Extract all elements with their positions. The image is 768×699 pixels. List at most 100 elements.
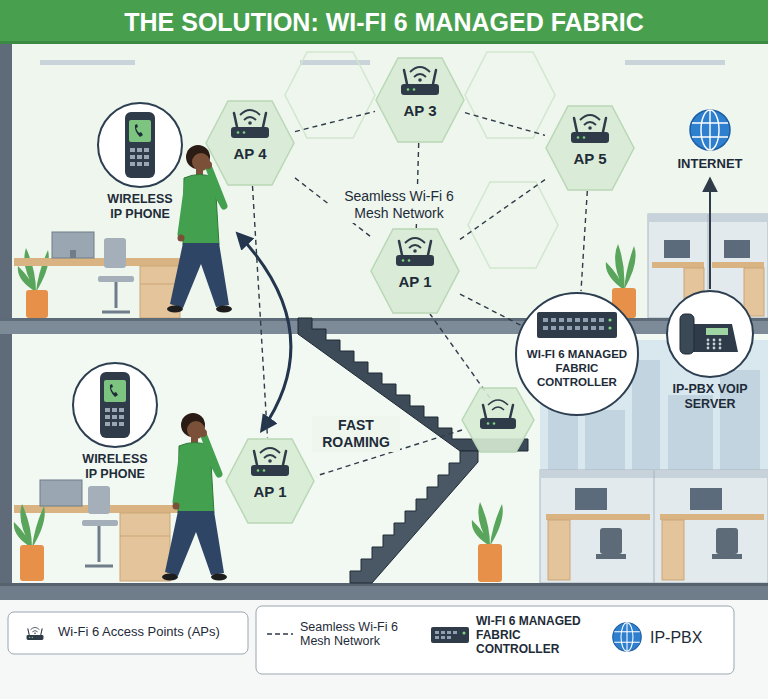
- legend-panel: [0, 600, 768, 699]
- floor-slabs-part: [0, 318, 768, 321]
- node-shape-part: [144, 148, 149, 152]
- node-shape-part: [105, 422, 110, 426]
- mesh-link: [465, 113, 545, 136]
- roaming-label: FAST ROAMING: [312, 416, 400, 452]
- node-shape-part: [713, 339, 716, 342]
- node-shape-part: [599, 318, 604, 322]
- node-shape-part: [105, 408, 110, 412]
- node-shape-part: [129, 120, 151, 142]
- lower-right-cubicles-part: [596, 554, 626, 559]
- node-shape-part: [251, 465, 289, 476]
- stair-access-point-part: [480, 418, 516, 429]
- office-illustration-part: [0, 333, 768, 583]
- legend-swatch-part: [431, 627, 469, 643]
- node-shape-part: [709, 110, 710, 150]
- node-shape-part: [551, 326, 556, 330]
- node-shape-part: [608, 318, 611, 321]
- phone-callout: WIRELESS IP PHONE: [90, 100, 190, 230]
- upper-right-plant-part: [606, 244, 636, 290]
- legend-swatch-part: [441, 631, 445, 634]
- lower-right-cubicles-part: [662, 520, 684, 580]
- legend-swatch-part: [614, 631, 640, 632]
- legend-swatch-part: [447, 631, 451, 634]
- roaming-arrow: [238, 234, 291, 430]
- legend-panel-part: [0, 600, 768, 699]
- node-shape-part: [226, 439, 314, 523]
- node-shape-part: [583, 318, 588, 322]
- legend-swatch-part: [41, 629, 42, 635]
- lower-right-cubicles-part: [660, 514, 764, 520]
- stair-access-point-part: [493, 422, 496, 425]
- upper-left-desk-part: [70, 250, 76, 258]
- node-label: WIRELESS IP PHONE: [103, 192, 177, 222]
- node-shape-part: [144, 155, 149, 159]
- upper-right-cubicle-part: [652, 262, 704, 268]
- node-shape-part: [371, 229, 459, 313]
- title-bar: [0, 0, 768, 44]
- stair-access-point-part: [488, 400, 508, 410]
- legend-swatch-part: [463, 632, 466, 635]
- node-shape-part: [408, 259, 411, 262]
- node-shape-part: [263, 113, 266, 127]
- stair-plant-part: [472, 502, 503, 546]
- upper-left-desk: [14, 232, 184, 318]
- hex-pattern-part: [285, 52, 375, 138]
- node-shape-part: [575, 318, 580, 322]
- upper-left-desk-part: [102, 311, 130, 314]
- node-shape-part: [551, 318, 556, 322]
- node-shape-part: [243, 131, 246, 134]
- node-shape-part: [130, 155, 135, 159]
- node-shape-part: [405, 238, 425, 248]
- node-shape-part: [713, 347, 716, 350]
- node-shape-part: [119, 422, 124, 426]
- lower-left-desk-part: [82, 520, 118, 526]
- legend-text: Seamless Wi-Fi 6 Mesh Network: [300, 620, 420, 649]
- node-shape-part: [234, 113, 237, 127]
- node-shape: [370, 228, 460, 314]
- fabric-controller: WI-FI 6 MANAGED FABRIC CONTROLLER: [513, 292, 641, 420]
- node-label: AP 4: [210, 145, 290, 163]
- legend-swatch-part: [29, 637, 30, 638]
- node-shape-part: [667, 291, 753, 377]
- lower-right-cubicles-part: [716, 528, 738, 554]
- node-shape-part: [591, 318, 596, 322]
- upper-left-desk-part: [26, 290, 48, 318]
- node-shape-part: [413, 249, 417, 253]
- stair-access-point-part: [483, 405, 486, 418]
- node-shape-part: [119, 415, 124, 419]
- title-bar-part: [0, 41, 768, 44]
- node-shape-part: [537, 312, 617, 338]
- node-shape-part: [567, 318, 572, 322]
- node-shape-part: [706, 328, 728, 335]
- node-shape-part: [135, 124, 143, 137]
- node-shape-part: [376, 58, 464, 142]
- upper-left-desk-part: [104, 238, 126, 268]
- legend-swatch: [266, 628, 294, 640]
- node-shape-part: [559, 326, 564, 330]
- node-shape-part: [396, 255, 434, 266]
- legend-swatch-part: [31, 627, 40, 631]
- lower-right-cubicles-part: [690, 488, 722, 510]
- node-shape-part: [719, 339, 722, 342]
- node-shape-part: [240, 110, 260, 120]
- mesh-link: [295, 111, 375, 131]
- node-shape-part: [577, 136, 580, 139]
- legend-swatch-part: [626, 623, 627, 652]
- legend-swatch-part: [28, 629, 29, 635]
- legend-swatch: [430, 624, 470, 646]
- lower-left-desk-part: [14, 504, 45, 548]
- title-text: THE SOLUTION: WI-FI 6 MANAGED FABRIC: [0, 0, 768, 44]
- node-shape-part: [130, 162, 135, 166]
- staircase-part: [350, 451, 478, 583]
- node-shape-part: [407, 88, 410, 91]
- lower-right-cubicles-part: [712, 554, 742, 559]
- node-shape-part: [98, 103, 182, 187]
- lower-right-cubicles-part: [540, 470, 768, 583]
- node-shape-part: [254, 451, 257, 465]
- node-label: AP 3: [380, 102, 460, 120]
- upper-left-desk-part: [14, 258, 184, 266]
- node-shape-part: [580, 115, 600, 125]
- phone-callout: WIRELESS IP PHONE: [65, 360, 165, 490]
- access-point: AP 5: [545, 105, 635, 191]
